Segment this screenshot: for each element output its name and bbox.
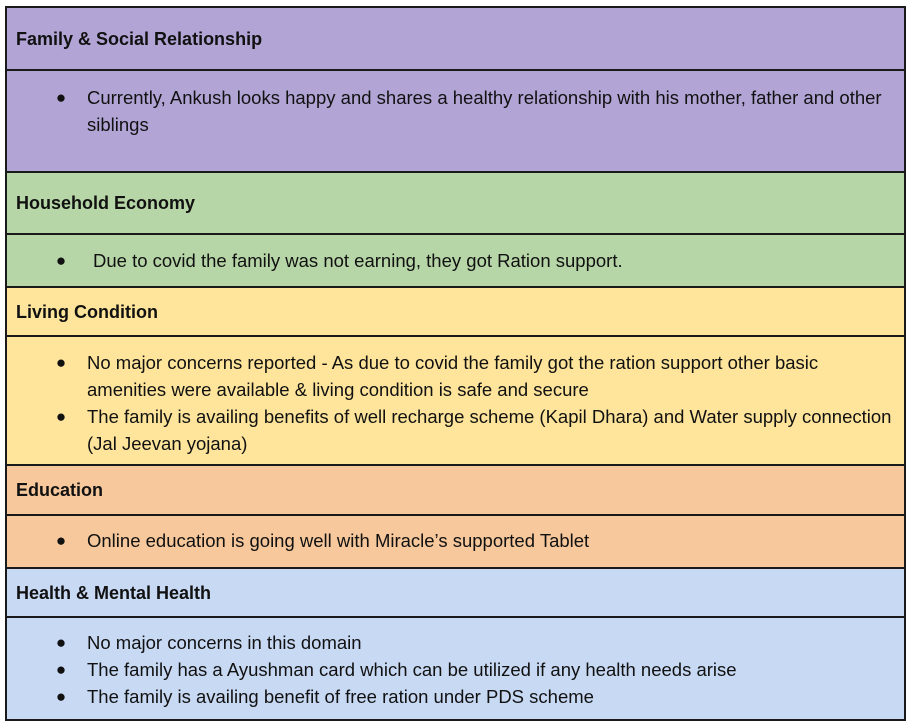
bullet-text: The family has a Ayushman card which can… [87, 659, 737, 680]
bullet-icon: ● [55, 407, 67, 426]
section-title: Living Condition [16, 301, 158, 322]
bullet-icon: ● [55, 633, 67, 652]
bullet-icon: ● [55, 353, 67, 372]
section-title: Household Economy [16, 193, 196, 213]
case-summary-table: Family & Social Relationship ● Currently… [5, 6, 906, 721]
bullet-text: No major concerns reported - As due to c… [87, 352, 819, 400]
bullet-icon: ● [55, 687, 67, 706]
bullet-icon: ● [55, 88, 67, 107]
section-title: Education [16, 480, 104, 500]
list-item: ● The family is availing benefit of free… [7, 683, 904, 710]
list-item: ● No major concerns in this domain [7, 629, 904, 656]
bullet-list: ● Currently, Ankush looks happy and shar… [7, 84, 904, 138]
section-header-health: Health & Mental Health [7, 569, 904, 618]
bullet-list: ● Due to covid the family was not earnin… [7, 247, 904, 274]
section-header-household-economy: Household Economy [7, 173, 904, 235]
section-title: Health & Mental Health [16, 582, 212, 603]
list-item: ● Online education is going well with Mi… [7, 527, 904, 554]
section-header-family-social: Family & Social Relationship [7, 8, 904, 71]
section-body-education: ● Online education is going well with Mi… [7, 516, 904, 569]
section-body-health: ● No major concerns in this domain ● The… [7, 618, 904, 721]
list-item: ● Currently, Ankush looks happy and shar… [7, 84, 904, 138]
bullet-text: Currently, Ankush looks happy and shares… [87, 87, 882, 135]
section-body-living-condition: ● No major concerns reported - As due to… [7, 337, 904, 466]
bullet-list: ● No major concerns reported - As due to… [7, 349, 904, 457]
bullet-list: ● Online education is going well with Mi… [7, 527, 904, 554]
section-title: Family & Social Relationship [16, 28, 263, 49]
list-item: ● The family has a Ayushman card which c… [7, 656, 904, 683]
bullet-text: Due to covid the family was not earning,… [93, 250, 623, 271]
section-header-education: Education [7, 466, 904, 516]
bullet-text: No major concerns in this domain [87, 632, 362, 653]
bullet-text: The family is availing benefit of free r… [87, 686, 594, 707]
list-item: ● No major concerns reported - As due to… [7, 349, 904, 403]
section-body-family-social: ● Currently, Ankush looks happy and shar… [7, 71, 904, 173]
bullet-icon: ● [55, 660, 67, 679]
bullet-list: ● No major concerns in this domain ● The… [7, 629, 904, 710]
bullet-icon: ● [55, 531, 67, 550]
bullet-text: The family is availing benefits of well … [87, 406, 892, 454]
bullet-text: Online education is going well with Mira… [87, 530, 590, 551]
bullet-icon: ● [55, 251, 67, 270]
list-item: ● Due to covid the family was not earnin… [7, 247, 904, 274]
list-item: ● The family is availing benefits of wel… [7, 403, 904, 457]
section-body-household-economy: ● Due to covid the family was not earnin… [7, 235, 904, 288]
section-header-living-condition: Living Condition [7, 288, 904, 337]
